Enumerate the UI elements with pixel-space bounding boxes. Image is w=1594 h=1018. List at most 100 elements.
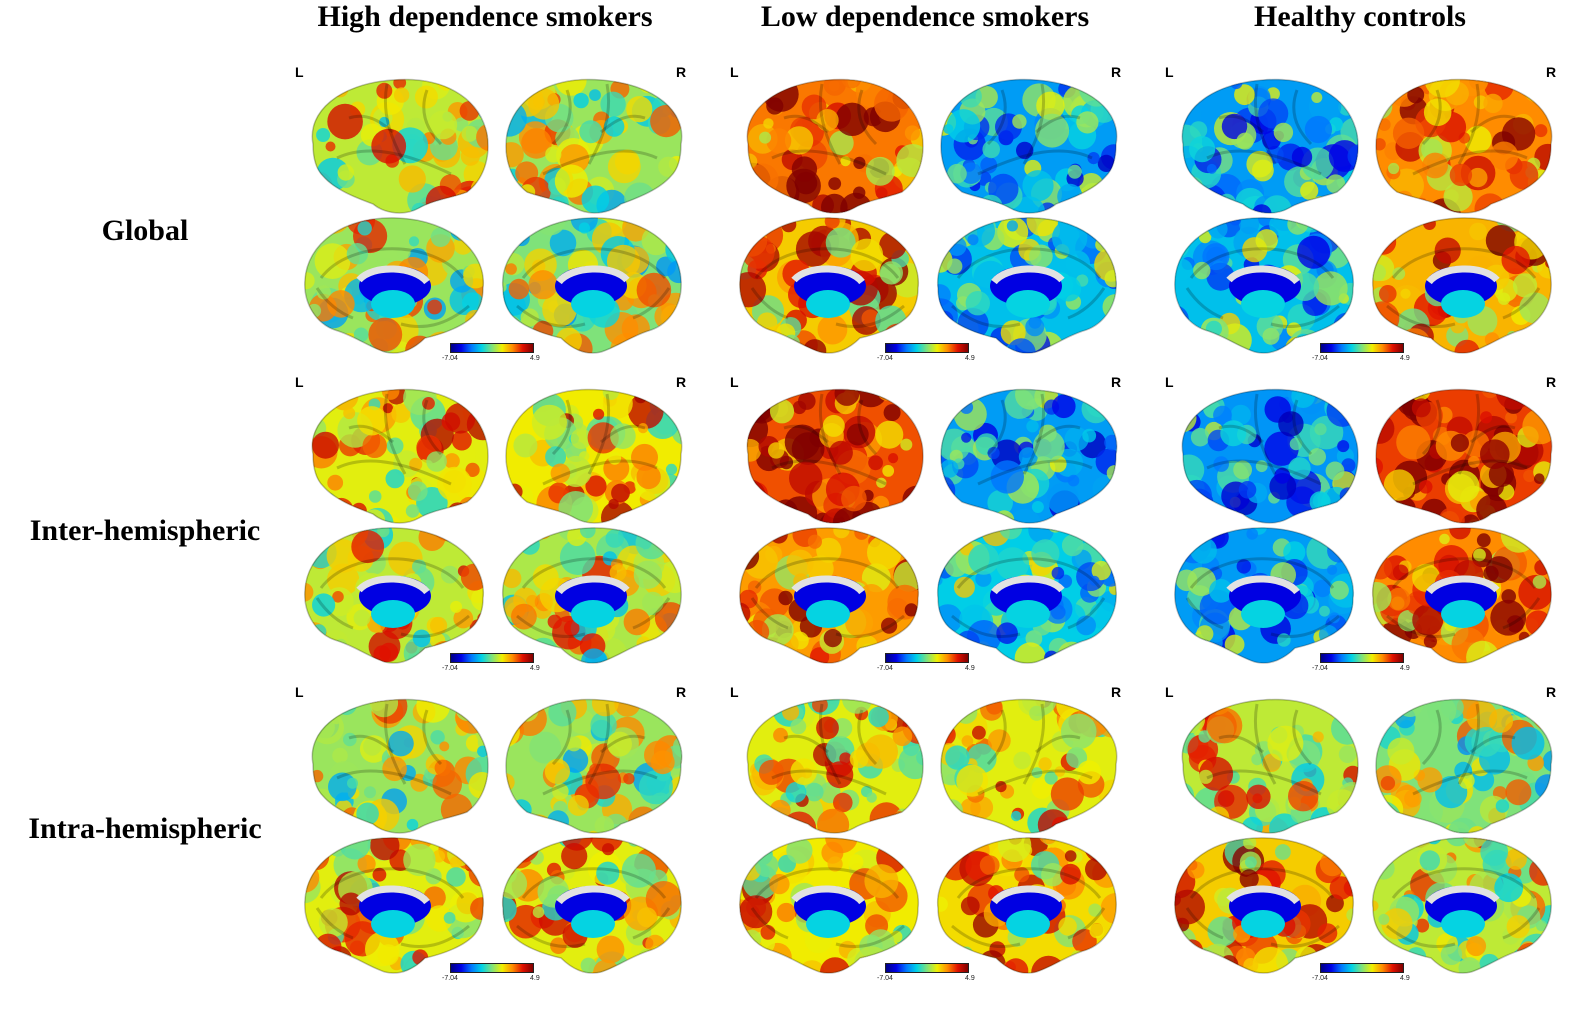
right-medial-surface bbox=[502, 837, 682, 974]
panel-inter-hemispheric-healthy-controls: L R -7.04 4.9 bbox=[1165, 370, 1565, 675]
colorbar-max-label: 4.9 bbox=[965, 665, 975, 672]
right-lateral-surface bbox=[505, 78, 683, 214]
right-medial-surface bbox=[937, 217, 1117, 354]
colorbar-min-label: -7.04 bbox=[1312, 665, 1328, 672]
right-medial-surface bbox=[1372, 217, 1552, 354]
right-medial-surface bbox=[937, 527, 1117, 664]
right-lateral-surface bbox=[940, 698, 1118, 834]
colorbar-max-label: 4.9 bbox=[530, 665, 540, 672]
brain-surface-views bbox=[739, 78, 1118, 354]
column-title-high-dependence: High dependence smokers bbox=[317, 0, 653, 33]
left-hemisphere-label: L bbox=[295, 64, 304, 80]
left-medial-surface bbox=[304, 527, 484, 664]
panel-intra-hemispheric-high-dependence: L R -7.04 4.9 bbox=[295, 680, 695, 985]
brain-surface-views bbox=[739, 698, 1118, 974]
left-hemisphere-label: L bbox=[295, 374, 304, 390]
right-hemisphere-label: R bbox=[676, 684, 687, 700]
panel-inter-hemispheric-low-dependence: L R -7.04 4.9 bbox=[730, 370, 1130, 675]
panel-inter-hemispheric-high-dependence: L R -7.04 4.9 bbox=[295, 370, 695, 675]
colorbar-min-label: -7.04 bbox=[1312, 975, 1328, 982]
left-lateral-surface bbox=[746, 78, 924, 214]
left-hemisphere-label: L bbox=[1165, 64, 1174, 80]
colorbar-gradient bbox=[450, 653, 534, 663]
colorbar-min-label: -7.04 bbox=[442, 975, 458, 982]
colorbar-max-label: 4.9 bbox=[1400, 355, 1410, 362]
colorbar-gradient bbox=[885, 963, 969, 973]
left-lateral-surface bbox=[1181, 698, 1359, 834]
colorbar-gradient bbox=[450, 963, 534, 973]
left-hemisphere-label: L bbox=[1165, 374, 1174, 390]
right-hemisphere-label: R bbox=[1546, 684, 1557, 700]
colorbar-min-label: -7.04 bbox=[877, 975, 893, 982]
panel-intra-hemispheric-low-dependence: L R -7.04 4.9 bbox=[730, 680, 1130, 985]
left-hemisphere-label: L bbox=[295, 684, 304, 700]
right-hemisphere-label: R bbox=[1111, 374, 1122, 390]
colorbar-max-label: 4.9 bbox=[1400, 665, 1410, 672]
colorbar-min-label: -7.04 bbox=[1312, 355, 1328, 362]
right-medial-surface bbox=[1372, 527, 1552, 664]
row-title-global: Global bbox=[101, 214, 189, 247]
colorbar-min-label: -7.04 bbox=[877, 665, 893, 672]
left-lateral-surface bbox=[746, 388, 924, 524]
right-hemisphere-label: R bbox=[676, 374, 687, 390]
left-medial-surface bbox=[739, 527, 919, 664]
right-medial-surface bbox=[1372, 837, 1552, 974]
left-hemisphere-label: L bbox=[730, 374, 739, 390]
right-hemisphere-label: R bbox=[1546, 64, 1557, 80]
panel-global-high-dependence: L R -7.04 4.9 bbox=[295, 60, 695, 365]
right-hemisphere-label: R bbox=[1111, 64, 1122, 80]
left-medial-surface bbox=[1174, 527, 1354, 664]
panel-intra-hemispheric-healthy-controls: L R -7.04 4.9 bbox=[1165, 680, 1565, 985]
right-medial-surface bbox=[502, 217, 682, 354]
brain-surface-views bbox=[1174, 698, 1553, 974]
left-hemisphere-label: L bbox=[730, 64, 739, 80]
left-lateral-surface bbox=[311, 388, 489, 524]
brain-surface-views bbox=[739, 388, 1118, 664]
colorbar-max-label: 4.9 bbox=[530, 975, 540, 982]
column-title-healthy-controls: Healthy controls bbox=[1254, 0, 1466, 33]
column-title-low-dependence: Low dependence smokers bbox=[760, 0, 1090, 33]
left-lateral-surface bbox=[311, 698, 489, 834]
left-medial-surface bbox=[739, 837, 919, 974]
left-lateral-surface bbox=[1181, 78, 1359, 214]
row-title-inter-hemispheric: Inter-hemispheric bbox=[29, 514, 261, 547]
colorbar-gradient bbox=[1320, 963, 1404, 973]
right-lateral-surface bbox=[1375, 78, 1553, 214]
left-lateral-surface bbox=[1181, 388, 1359, 524]
right-lateral-surface bbox=[505, 698, 683, 834]
colorbar-gradient bbox=[1320, 653, 1404, 663]
colorbar-max-label: 4.9 bbox=[530, 355, 540, 362]
left-medial-surface bbox=[739, 217, 919, 354]
colorbar-min-label: -7.04 bbox=[442, 355, 458, 362]
colorbar-max-label: 4.9 bbox=[965, 975, 975, 982]
left-medial-surface bbox=[304, 837, 484, 974]
colorbar-min-label: -7.04 bbox=[877, 355, 893, 362]
brain-surface-views bbox=[304, 78, 683, 354]
left-hemisphere-label: L bbox=[1165, 684, 1174, 700]
colorbar-gradient bbox=[1320, 343, 1404, 353]
panel-global-healthy-controls: L R -7.04 4.9 bbox=[1165, 60, 1565, 365]
right-lateral-surface bbox=[940, 388, 1118, 524]
right-hemisphere-label: R bbox=[1546, 374, 1557, 390]
left-lateral-surface bbox=[311, 78, 489, 214]
right-hemisphere-label: R bbox=[1111, 684, 1122, 700]
panel-global-low-dependence: L R -7.04 4.9 bbox=[730, 60, 1130, 365]
colorbar-max-label: 4.9 bbox=[965, 355, 975, 362]
left-medial-surface bbox=[304, 217, 484, 354]
brain-surface-views bbox=[304, 698, 683, 974]
colorbar-gradient bbox=[885, 343, 969, 353]
colorbar-gradient bbox=[450, 343, 534, 353]
brain-surface-views bbox=[304, 388, 683, 664]
row-title-intra-hemispheric: Intra-hemispheric bbox=[28, 812, 262, 845]
right-lateral-surface bbox=[505, 388, 683, 524]
right-lateral-surface bbox=[1375, 698, 1553, 834]
brain-surface-views bbox=[1174, 78, 1553, 354]
colorbar-max-label: 4.9 bbox=[1400, 975, 1410, 982]
colorbar-gradient bbox=[885, 653, 969, 663]
right-lateral-surface bbox=[940, 78, 1118, 214]
colorbar-min-label: -7.04 bbox=[442, 665, 458, 672]
left-hemisphere-label: L bbox=[730, 684, 739, 700]
left-lateral-surface bbox=[746, 698, 924, 834]
right-hemisphere-label: R bbox=[676, 64, 687, 80]
right-lateral-surface bbox=[1375, 388, 1553, 524]
